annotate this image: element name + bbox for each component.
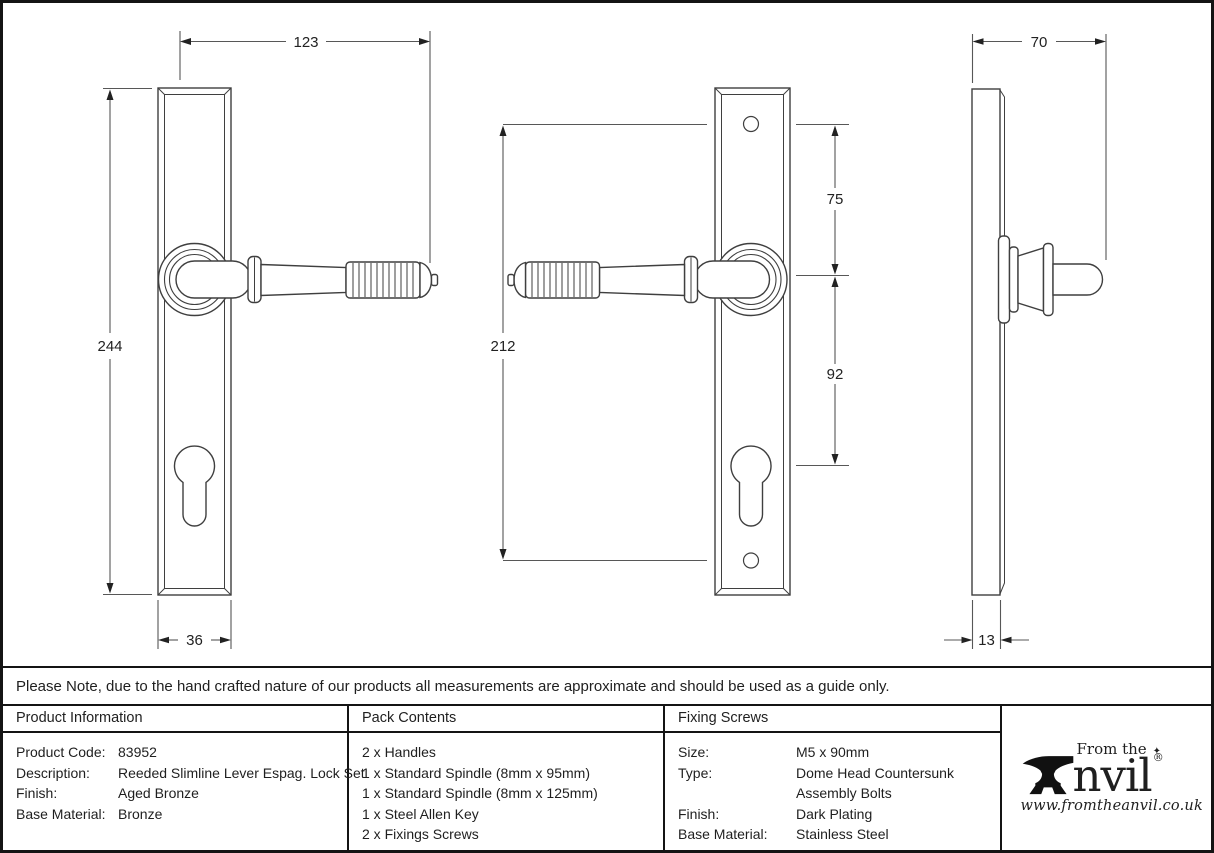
dimension-plate-width bbox=[157, 600, 232, 649]
product-information-section: Product Information Product Code: 83952 D… bbox=[3, 706, 365, 850]
row-value: Dark Plating bbox=[796, 805, 873, 822]
logo-name-text: nvil bbox=[1072, 749, 1153, 802]
product-information-header: Product Information bbox=[3, 706, 347, 733]
dimension-projection bbox=[971, 34, 1107, 260]
dimension-screw-centres bbox=[499, 123, 707, 562]
list-item: 1 x Standard Spindle (8mm x 95mm) bbox=[362, 764, 590, 781]
technical-drawing: 123 244 36 212 75 92 70 13 bbox=[97, 31, 1107, 649]
table-row: Product Code: 83952 bbox=[16, 742, 347, 763]
row-label: Base Material: bbox=[678, 826, 768, 843]
row-value: Dome Head Countersunk bbox=[796, 764, 954, 781]
product-information-body: Product Code: 83952 Description: Reeded Sl… bbox=[3, 733, 365, 825]
reverse-lever-handle bbox=[507, 255, 771, 304]
reverse-view-drawing bbox=[499, 87, 849, 596]
fixing-screws-section: Fixing Screws Size: M5 x 90mm Type: Dome H… bbox=[665, 706, 1002, 850]
dim-label-plate-depth: 13 bbox=[978, 632, 995, 649]
list-item: 1 x Standard Spindle (8mm x 125mm) bbox=[362, 785, 598, 802]
reverse-euro-keyhole bbox=[730, 445, 772, 527]
pack-contents-section: Pack Contents 2 x Handles 1 x Standard S… bbox=[349, 706, 665, 850]
table-row: Description: Reeded Slimline Lever Espag.… bbox=[16, 763, 365, 784]
note-text: Please Note, due to the hand crafted nat… bbox=[16, 677, 890, 695]
list-item: 1 x Steel Allen Key bbox=[362, 805, 479, 822]
bottom-screw-hole bbox=[742, 552, 760, 569]
side-view-drawing bbox=[944, 34, 1107, 649]
table-row: Finish: Aged Bronze bbox=[16, 783, 347, 804]
row-label: Description: bbox=[16, 764, 90, 781]
note-bar: Please Note, due to the hand crafted nat… bbox=[3, 666, 1211, 706]
side-backplate bbox=[971, 88, 1001, 596]
logo-tagline-text: From the bbox=[1076, 740, 1147, 758]
anvil-icon bbox=[1022, 756, 1073, 795]
list-item: 2 x Fixings Screws bbox=[362, 826, 479, 843]
dimension-plate-height bbox=[103, 87, 152, 596]
dimension-plate-depth bbox=[944, 600, 1029, 649]
table-row: Type: Dome Head Countersunk bbox=[678, 763, 1000, 784]
logo-tagline: From the ✦ bbox=[1021, 742, 1193, 759]
dim-label-plate-height: 244 bbox=[97, 338, 122, 355]
side-handle-profile bbox=[997, 235, 1104, 324]
dim-label-top-screw-to-handle: 75 bbox=[827, 191, 844, 208]
top-screw-hole bbox=[742, 115, 760, 133]
row-label: Finish: bbox=[678, 805, 720, 822]
dimension-handle-width bbox=[179, 31, 431, 263]
fixing-screws-body: Size: M5 x 90mm Type: Dome Head Countersun… bbox=[665, 733, 1000, 845]
row-label: Type: bbox=[678, 764, 713, 781]
row-value: 83952 bbox=[118, 744, 157, 760]
row-label: Size: bbox=[678, 744, 710, 760]
logo-url: www.fromtheanvil.co.uk bbox=[1020, 798, 1203, 814]
row-value: Stainless Steel bbox=[796, 826, 889, 843]
fixing-screws-header: Fixing Screws bbox=[665, 706, 1000, 733]
row-value: Reeded Slimline Lever Espag. Lock Set bbox=[118, 764, 365, 781]
pack-contents-header: Pack Contents bbox=[349, 706, 663, 733]
dim-label-screw-centres: 212 bbox=[490, 338, 515, 355]
dimension-top-screw-to-handle bbox=[796, 123, 849, 277]
row-value: M5 x 90mm bbox=[796, 744, 870, 760]
spec-table: Product Information Product Code: 83952 D… bbox=[3, 706, 1211, 850]
logo-wordmark: nvil ® bbox=[1021, 749, 1193, 802]
row-value: Bronze bbox=[118, 805, 163, 822]
dim-label-handle-to-keyhole: 92 bbox=[827, 366, 844, 383]
anvil-logo: From the ✦ nvil ® www.fromtheanvil.co.uk bbox=[1020, 742, 1203, 815]
front-euro-keyhole bbox=[173, 445, 216, 527]
front-view-drawing bbox=[103, 31, 439, 649]
table-row: Size: M5 x 90mm bbox=[678, 742, 1000, 763]
row-label: Base Material: bbox=[16, 805, 106, 822]
front-lever-handle bbox=[175, 255, 439, 304]
row-value: Assembly Bolts bbox=[796, 785, 892, 802]
row-label: Finish: bbox=[16, 785, 58, 802]
dim-label-handle-width: 123 bbox=[293, 34, 318, 51]
registered-trademark: ® bbox=[1152, 751, 1164, 764]
row-label: Product Code: bbox=[16, 744, 106, 760]
table-row: Assembly Bolts bbox=[678, 783, 1000, 804]
dim-label-plate-width: 36 bbox=[186, 632, 203, 649]
list-item: 2 x Handles bbox=[362, 744, 436, 760]
table-row: Base Material: Stainless Steel bbox=[678, 824, 1000, 845]
pack-contents-body: 2 x Handles 1 x Standard Spindle (8mm x … bbox=[349, 733, 663, 845]
table-row: Base Material: Bronze bbox=[16, 804, 347, 825]
dim-label-projection: 70 bbox=[1031, 34, 1048, 51]
star-icon: ✦ bbox=[1152, 746, 1162, 757]
dimension-handle-to-keyhole bbox=[796, 276, 849, 467]
row-value: Aged Bronze bbox=[118, 785, 199, 802]
logo-cell: From the ✦ nvil ® www.fromtheanvil.co.uk bbox=[1002, 706, 1211, 850]
table-row: Finish: Dark Plating bbox=[678, 804, 1000, 825]
